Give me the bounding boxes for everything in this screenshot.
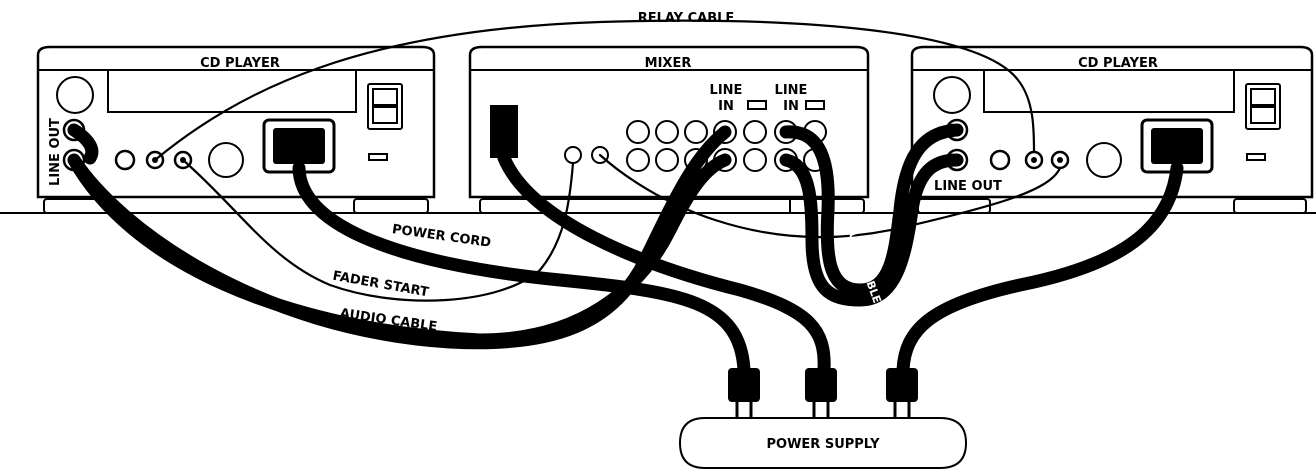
unlabeled-thin-cable (598, 153, 1062, 239)
plug-icon (728, 368, 760, 420)
device-label-cd-left: CD PLAYER (200, 56, 280, 71)
fader-start-label: FADER START (331, 269, 429, 301)
line-in-2-line: LINE (775, 83, 808, 98)
din-connector-icon (1086, 142, 1122, 178)
plug-icon (886, 368, 918, 420)
power-cord-mixer (497, 151, 831, 377)
line-in-1-in: IN (718, 99, 734, 114)
plug-icon (805, 368, 837, 420)
power-supply-label: POWER SUPPLY (767, 437, 881, 452)
power-socket-icon (1151, 128, 1203, 164)
din-connector-icon (208, 142, 244, 178)
power-supply: POWER SUPPLY (678, 417, 968, 469)
power-cord-right (896, 161, 1184, 377)
line-in-2-in: IN (783, 99, 799, 114)
relay-cable-label: RELAY CABLE (638, 11, 735, 26)
relay-cable (153, 19, 1036, 162)
power-socket-icon (490, 105, 518, 158)
din-connector-icon (933, 76, 971, 114)
line-in-1-line: LINE (710, 83, 743, 98)
mixer: MIXER LINE IN LINE IN (468, 45, 870, 214)
device-label-mixer: MIXER (645, 56, 692, 71)
din-connector-icon (56, 76, 94, 114)
cd-player-right: CD PLAYER LINE OUT (910, 45, 1314, 214)
device-label-cd-right: CD PLAYER (1078, 56, 1158, 71)
line-out-label-left: LINE OUT (48, 118, 63, 186)
fader-start-cable (181, 158, 575, 302)
power-cord-left (292, 161, 751, 377)
cd-player-left: CD PLAYER LINE OUT (36, 45, 436, 214)
audio-cable-right (779, 123, 964, 307)
audio-cable-left (67, 123, 732, 350)
line-out-label-right: LINE OUT (934, 179, 1002, 194)
power-socket-icon (273, 128, 325, 164)
